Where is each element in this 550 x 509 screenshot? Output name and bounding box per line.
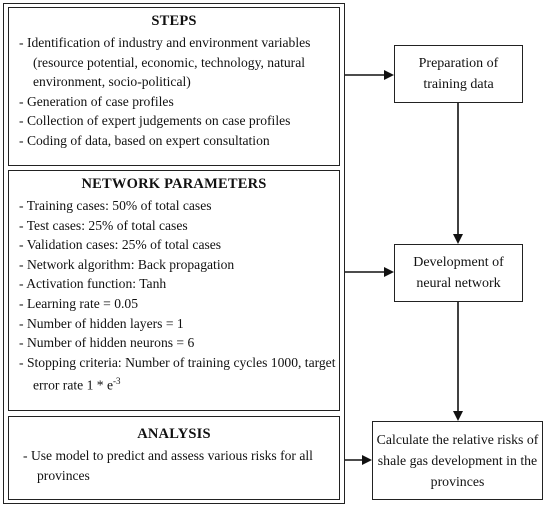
steps-list: Identification of industry and environme… <box>9 33 339 151</box>
preparation-box: Preparation of training data <box>394 45 523 103</box>
steps-title: STEPS <box>151 13 197 29</box>
steps-panel: STEPS Identification of industry and env… <box>8 7 340 166</box>
network-parameters-panel: NETWORK PARAMETERS Training cases: 50% o… <box>8 170 340 411</box>
development-box: Development of neural network <box>394 244 523 302</box>
stopping-criteria-exponent: -3 <box>113 376 121 387</box>
development-label: Development of neural network <box>413 255 504 291</box>
network-item-stopping-criteria: Stopping criteria: Number of training cy… <box>9 353 339 396</box>
analysis-item: Use model to predict and assess various … <box>9 446 339 485</box>
calculate-risks-box: Calculate the relative risks of shale ga… <box>372 421 543 500</box>
calculate-risks-label: Calculate the relative risks of shale ga… <box>376 432 539 489</box>
network-item: Test cases: 25% of total cases <box>9 216 339 236</box>
steps-item: Collection of expert judgements on case … <box>9 111 339 131</box>
network-item: Validation cases: 25% of total cases <box>9 235 339 255</box>
network-item: Network algorithm: Back propagation <box>9 255 339 275</box>
analysis-panel: ANALYSIS Use model to predict and assess… <box>8 416 340 500</box>
steps-item: Coding of data, based on expert consulta… <box>9 131 339 151</box>
stopping-criteria-text: Stopping criteria: Number of training cy… <box>26 354 336 393</box>
network-item: Number of hidden layers = 1 <box>9 314 339 334</box>
network-item: Learning rate = 0.05 <box>9 294 339 314</box>
network-item: Number of hidden neurons = 6 <box>9 333 339 353</box>
network-parameters-list: Training cases: 50% of total cases Test … <box>9 196 339 395</box>
analysis-title: ANALYSIS <box>137 426 211 442</box>
steps-item: Generation of case profiles <box>9 92 339 112</box>
network-item: Training cases: 50% of total cases <box>9 196 339 216</box>
preparation-label: Preparation of training data <box>418 56 499 92</box>
network-item: Activation function: Tanh <box>9 274 339 294</box>
network-parameters-title: NETWORK PARAMETERS <box>81 176 267 192</box>
left-column-frame <box>3 3 345 504</box>
steps-item: Identification of industry and environme… <box>9 33 339 92</box>
